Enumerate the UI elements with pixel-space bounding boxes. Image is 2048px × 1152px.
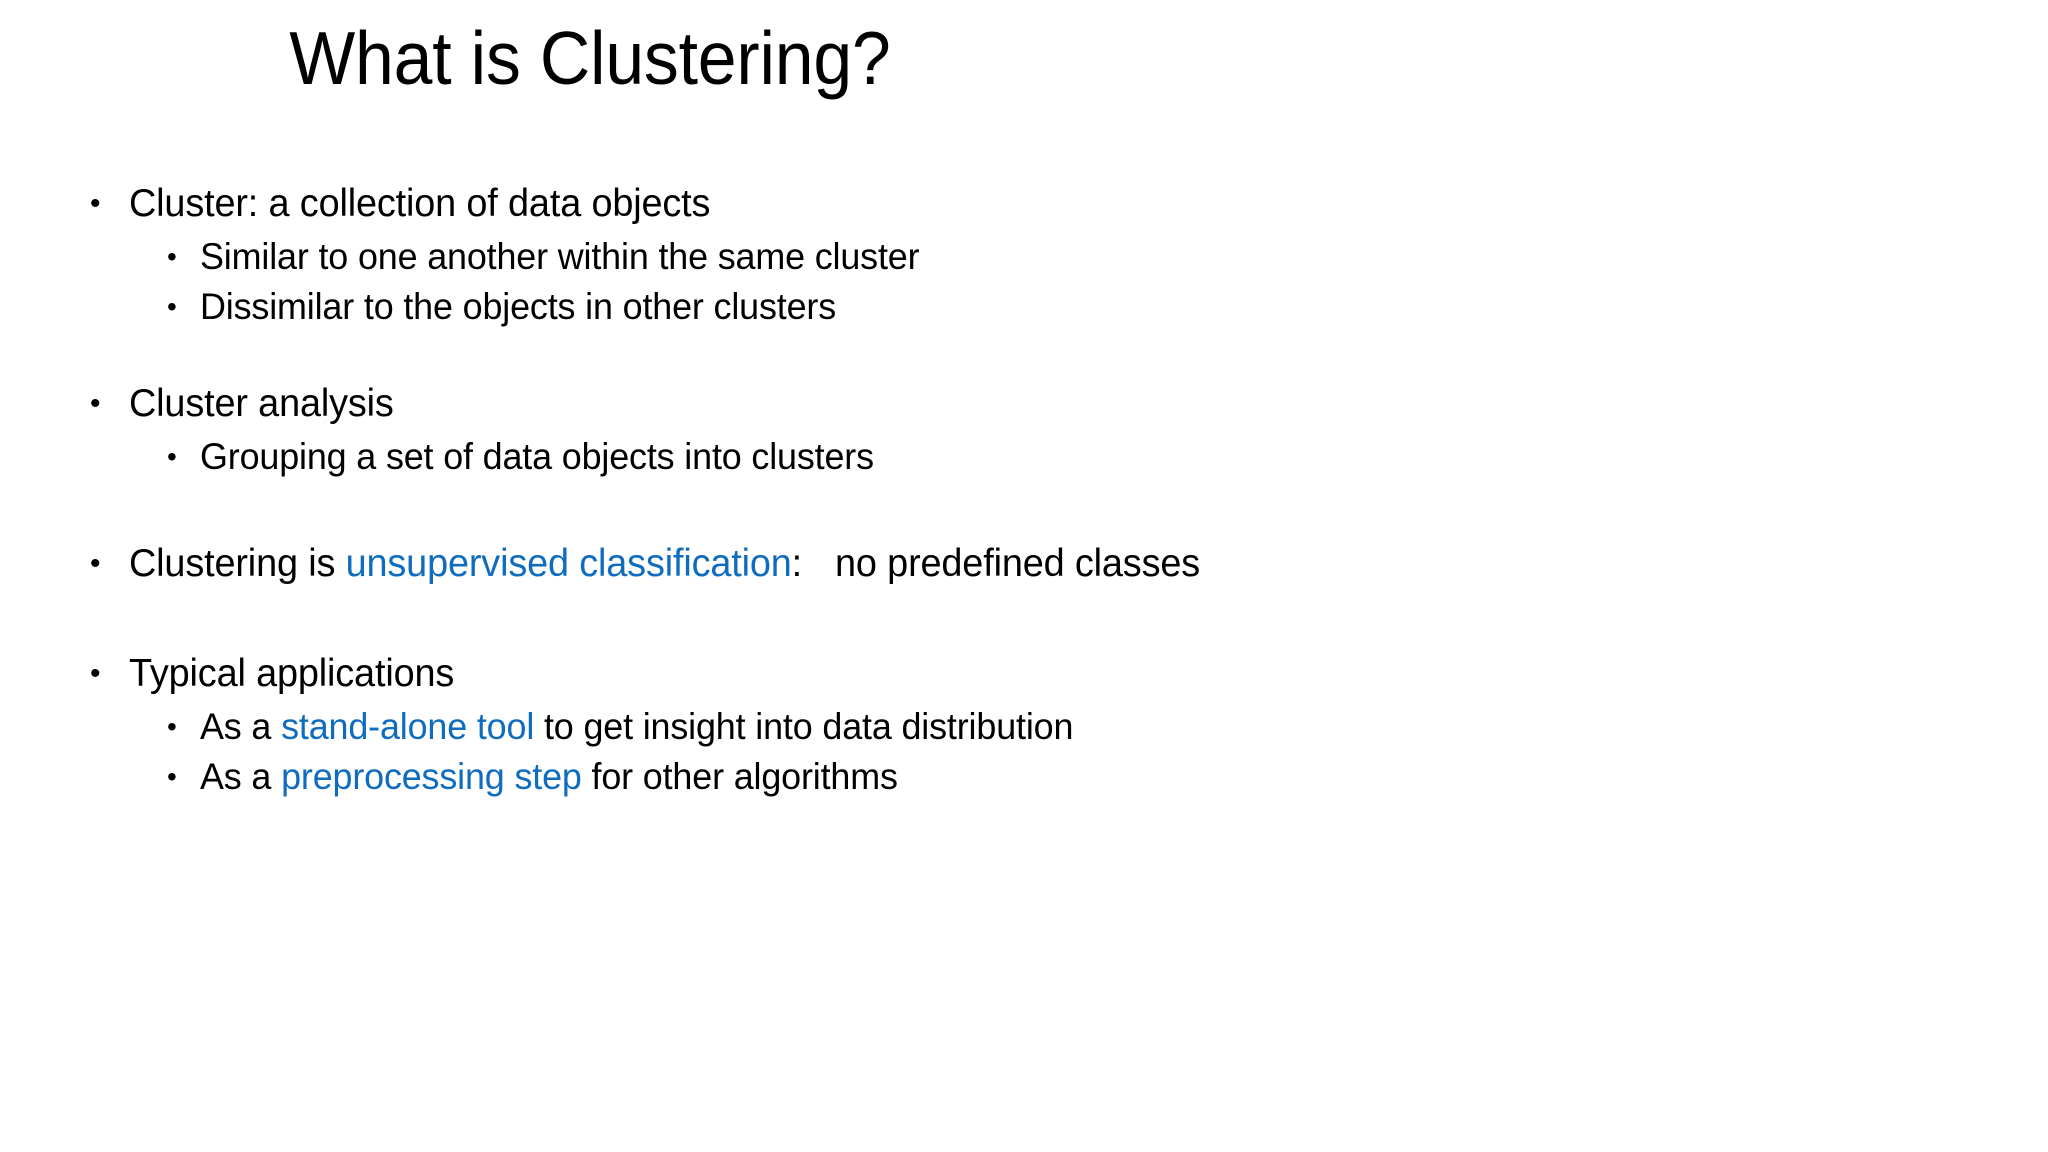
bullet-unsupervised-classification: • Clustering is unsupervised classificat… [68,538,1948,590]
text-segment-accent: unsupervised classification [345,542,792,585]
bullet-label: Cluster: a collection of data objects [129,182,711,225]
bullet-stand-alone-tool: • As a stand-alone tool to get insight i… [68,702,1948,752]
bullet-label: Cluster analysis [129,382,394,425]
bullet-label: Dissimilar to the objects in other clust… [200,286,837,327]
bullet-label: As a preprocessing step for other algori… [200,752,898,802]
bullet-point-icon: • [90,187,101,220]
slide-body: • Cluster: a collection of data objects … [68,178,1948,802]
bullet-label: Similar to one another within the same c… [200,236,920,277]
text-segment-plain: As a [200,756,282,797]
text-segment-accent: stand-alone tool [281,706,535,747]
bullet-point-icon: • [167,291,177,322]
bullet-point-icon: • [90,387,101,420]
bullet-point-icon: • [90,547,101,580]
text-segment-plain: Clustering is [129,542,346,585]
bullet-label: Typical applications [129,652,455,695]
paragraph-spacer [68,592,1948,648]
bullet-label: As a stand-alone tool to get insight int… [200,702,1073,752]
bullet-typical-applications: • Typical applications [68,648,1948,700]
slide-title: What is Clustering? [289,16,891,100]
bullet-point-icon: • [167,241,177,272]
bullet-preprocessing-step: • As a preprocessing step for other algo… [68,752,1948,802]
bullet-point-icon: • [167,711,177,742]
text-segment-trailing: for other algorithms [581,756,898,797]
text-segment-plain: As a [200,706,282,747]
bullet-point-icon: • [90,657,101,690]
bullet-grouping-objects: • Grouping a set of data objects into cl… [68,432,1948,482]
bullet-point-icon: • [167,761,177,792]
text-segment-colon: : [791,542,803,585]
bullet-label: Grouping a set of data objects into clus… [200,436,874,477]
bullet-similar-within-cluster: • Similar to one another within the same… [68,232,1948,282]
paragraph-spacer [68,482,1948,538]
paragraph-spacer [68,332,1948,378]
bullet-cluster-definition: • Cluster: a collection of data objects [68,178,1948,230]
text-segment-trailing: to get insight into data distribution [534,706,1074,747]
text-segment-accent: preprocessing step [281,756,582,797]
bullet-cluster-analysis: • Cluster analysis [68,378,1948,430]
bullet-label: Clustering is unsupervised classificatio… [129,538,1200,590]
bullet-point-icon: • [167,441,177,472]
bullet-dissimilar-other-clusters: • Dissimilar to the objects in other clu… [68,282,1948,332]
text-segment-trailing: no predefined classes [835,542,1201,585]
